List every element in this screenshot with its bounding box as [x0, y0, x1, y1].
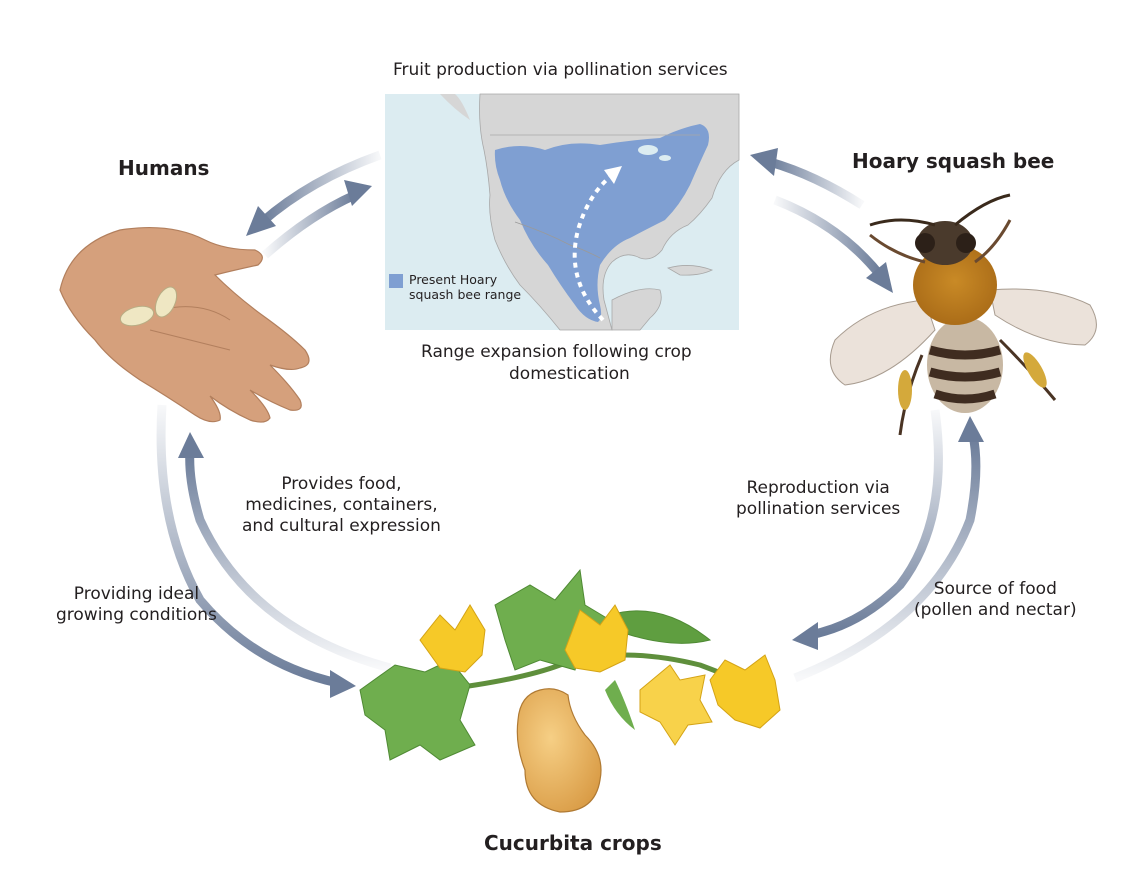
- label-provides-food: Provides food, medicines, containers, an…: [242, 474, 441, 537]
- range-map: [385, 93, 740, 331]
- label-source-of-food-line2: (pollen and nectar): [914, 600, 1077, 620]
- hand-illustration: [59, 226, 310, 423]
- crops-heading: Cucurbita crops: [484, 831, 662, 855]
- label-provides-food-line2: medicines, containers,: [245, 495, 438, 515]
- label-growing-conditions-line1: Providing ideal: [73, 584, 200, 604]
- arrow-map-to-bee: [773, 195, 893, 293]
- arrow-crops-to-bee: [793, 416, 984, 683]
- map-caption-line1: Range expansion following crop: [421, 342, 692, 362]
- arrow-bee-to-map: [750, 148, 865, 209]
- map-caption-line2: domestication: [509, 364, 630, 384]
- legend-line2: squash bee range: [409, 287, 522, 302]
- legend-swatch: [389, 274, 403, 288]
- arrow-humans-to-map: [262, 180, 372, 259]
- label-reproduction-line2: pollination services: [736, 499, 901, 519]
- map-title: Fruit production via pollination service…: [393, 60, 728, 80]
- label-growing-conditions-line2: growing conditions: [56, 605, 217, 625]
- label-source-of-food: Source of food (pollen and nectar): [914, 579, 1077, 621]
- cucurbita-illustration: [359, 568, 781, 813]
- humans-heading: Humans: [118, 156, 210, 180]
- bee-illustration: [829, 193, 1097, 436]
- label-source-of-food-line1: Source of food: [933, 579, 1057, 599]
- label-growing-conditions: Providing ideal growing conditions: [56, 584, 217, 626]
- arrow-bee-to-crops: [792, 409, 943, 650]
- map-legend: Present Hoary squash bee range: [389, 272, 521, 302]
- label-reproduction: Reproduction via pollination services: [736, 478, 900, 520]
- legend-text: Present Hoary squash bee range: [409, 272, 521, 302]
- label-reproduction-line1: Reproduction via: [746, 478, 890, 498]
- legend-line1: Present Hoary: [409, 272, 498, 287]
- arrow-map-to-humans: [246, 150, 382, 236]
- arrow-crops-to-humans: [178, 432, 392, 673]
- label-provides-food-line3: and cultural expression: [242, 516, 441, 536]
- arrow-humans-to-crops: [156, 404, 356, 698]
- label-provides-food-line1: Provides food,: [281, 474, 402, 494]
- bee-heading: Hoary squash bee: [852, 149, 1055, 173]
